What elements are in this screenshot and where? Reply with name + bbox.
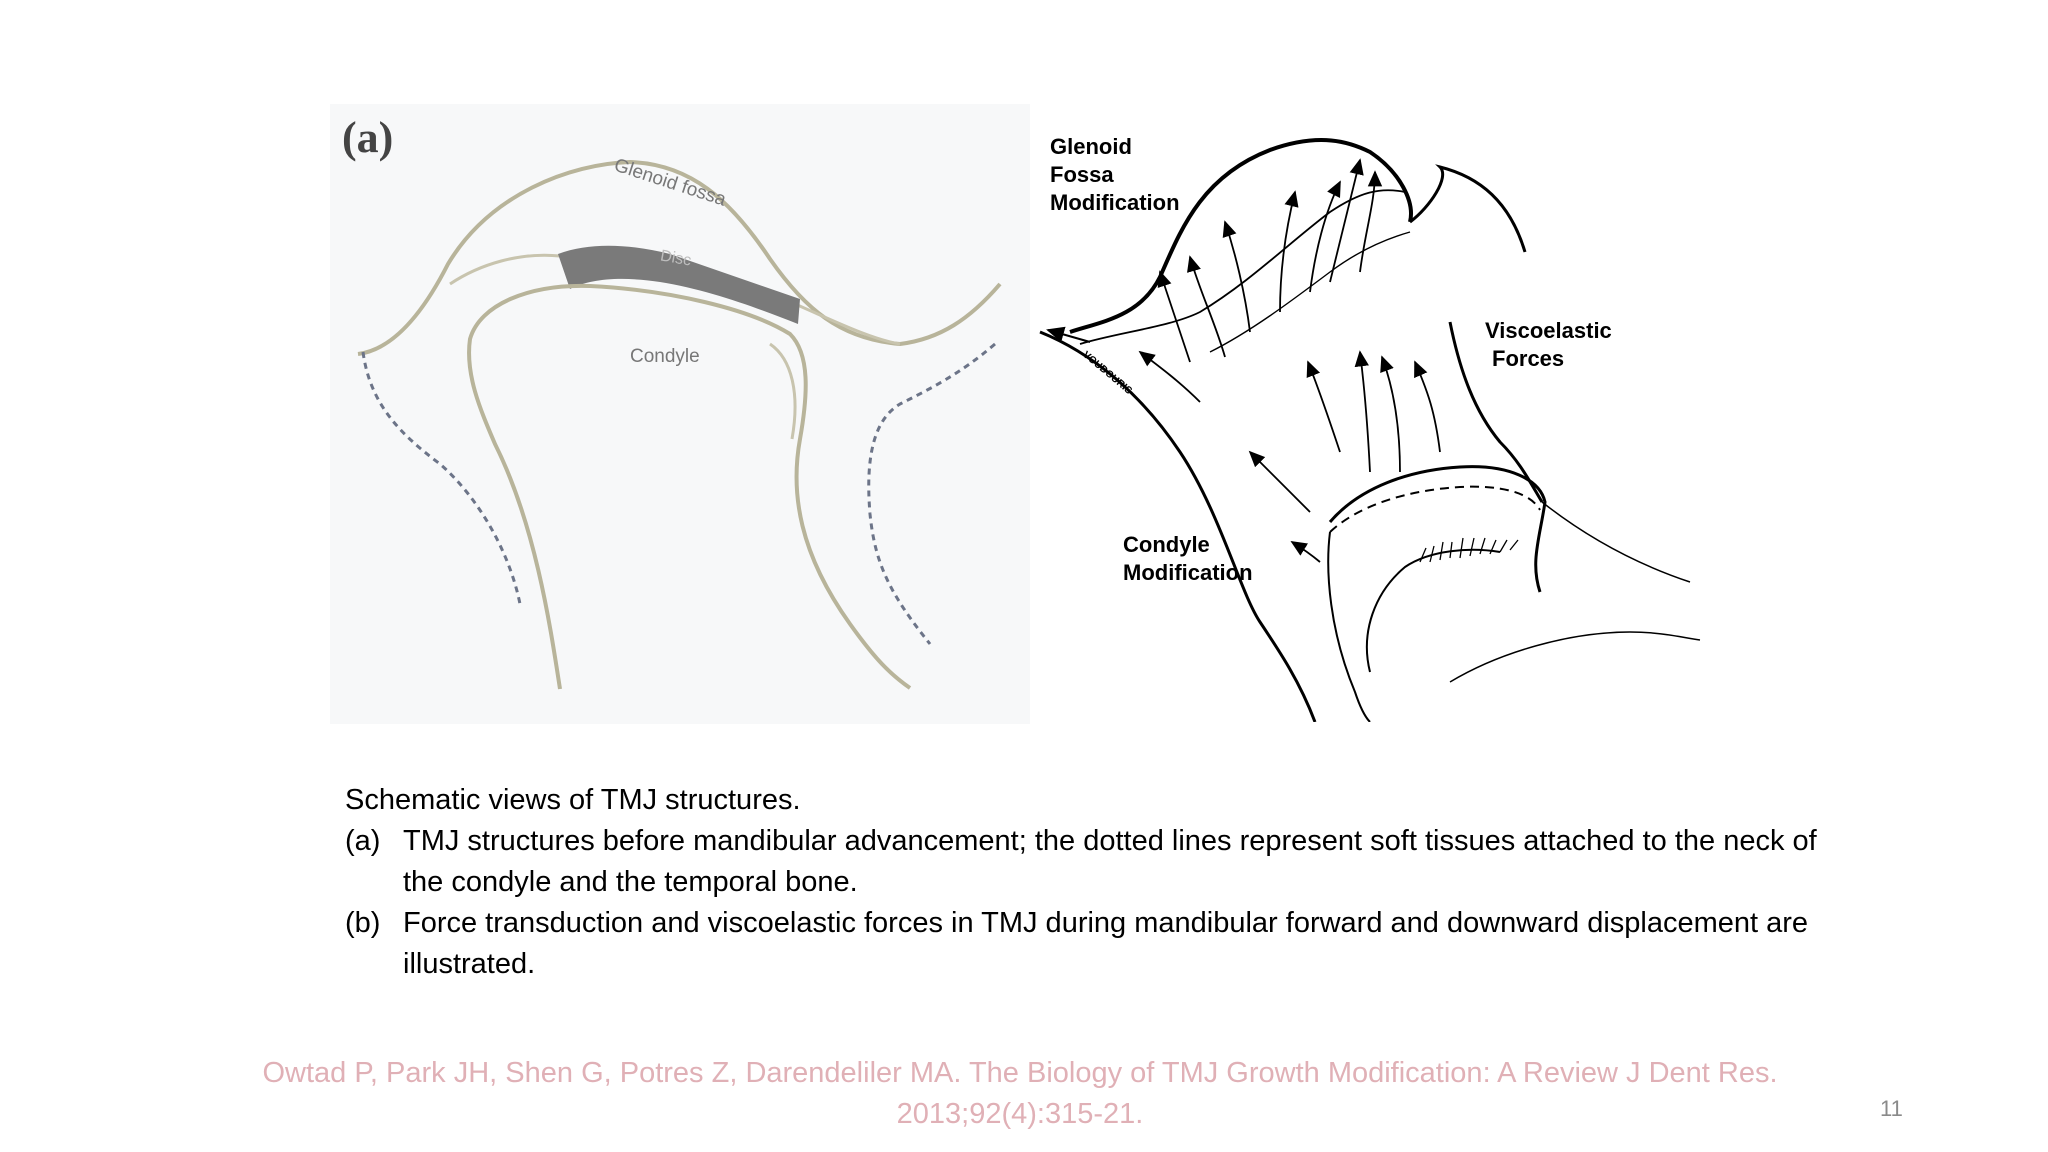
arrow-7	[1359, 170, 1383, 273]
figure-caption: Schematic views of TMJ structures. (a) T…	[345, 780, 1845, 985]
glenoid-fossa-modification-label: Glenoid Fossa Modification	[1050, 134, 1180, 215]
viscoelastic-text: Viscoelastic	[1485, 318, 1612, 343]
disc-shape	[558, 245, 800, 324]
viscoelastic-forces-label: Viscoelastic Forces	[1485, 318, 1612, 371]
modification-text-1: Modification	[1050, 190, 1180, 215]
posterior-outline	[1039, 330, 1317, 722]
condyle-inner-line	[769, 342, 797, 440]
disc-label: Disc	[659, 247, 693, 269]
forces-text: Forces	[1492, 346, 1564, 371]
force-arrows	[1138, 158, 1441, 563]
arrow-1	[1157, 270, 1191, 363]
arrow-3	[1222, 220, 1251, 333]
condyle-head-b	[1328, 465, 1547, 593]
neck-line-lower	[1449, 631, 1701, 683]
caption-item-a: (a) TMJ structures before mandibular adv…	[345, 821, 1845, 903]
condyle-modification-label: Condyle Modification	[1123, 532, 1253, 585]
condyle-hatching	[1419, 537, 1519, 563]
condyle-outline	[467, 283, 912, 690]
figure-a-tmj-before-advancement: (a) Glenoid fossa Disc Condyle	[330, 104, 1030, 724]
condyle-lower-curve	[1366, 548, 1501, 673]
figure-b-force-transduction: Glenoid Fossa Modification Viscoelastic …	[1039, 134, 1701, 722]
fossa-right-edge	[1409, 164, 1527, 253]
glenoid-fossa-outline	[357, 159, 1002, 356]
dotted-soft-tissue-right	[867, 342, 996, 645]
arrow-14	[1290, 541, 1321, 563]
caption-marker: (a)	[345, 825, 381, 857]
disc-curve-b	[1079, 189, 1406, 345]
dotted-soft-tissue-left	[361, 351, 522, 605]
arrow-9	[1306, 360, 1341, 453]
arrow-6	[1329, 158, 1364, 283]
posterior-arrow	[1046, 326, 1091, 343]
arrow-2	[1187, 255, 1226, 358]
condyle-dashed-line	[1329, 485, 1541, 533]
caption-title: Schematic views of TMJ structures.	[345, 784, 801, 816]
condyle-side	[1327, 531, 1371, 722]
disc-curve-b-2	[1209, 231, 1411, 353]
fossa-text: Fossa	[1050, 162, 1114, 187]
arrow-5	[1309, 180, 1341, 293]
arrow-12	[1414, 360, 1441, 453]
fossa-outline-b	[1069, 138, 1413, 334]
arrow-8	[1138, 350, 1201, 403]
page-number: 11	[1880, 1096, 1903, 1121]
caption-text: Force transduction and viscoelastic forc…	[403, 907, 1809, 980]
condyle-label: Condyle	[630, 346, 700, 367]
caption-marker: (b)	[345, 907, 381, 939]
modification-text-2: Modification	[1123, 560, 1253, 585]
citation: Owtad P, Park JH, Shen G, Potres Z, Dare…	[262, 1057, 1778, 1130]
condyle-text: Condyle	[1123, 532, 1210, 557]
arrow-10	[1354, 350, 1371, 473]
neck-line	[1541, 501, 1691, 583]
caption-text: TMJ structures before mandibular advance…	[403, 825, 1817, 898]
caption-item-b: (b) Force transduction and viscoelastic …	[345, 903, 1845, 985]
glenoid-text: Glenoid	[1050, 134, 1132, 159]
arrow-13	[1248, 450, 1311, 513]
arrow-4	[1279, 190, 1299, 313]
figure-a-panel-label: (a)	[342, 113, 393, 162]
figure-a-background	[330, 104, 1030, 724]
arrow-11	[1380, 355, 1401, 473]
